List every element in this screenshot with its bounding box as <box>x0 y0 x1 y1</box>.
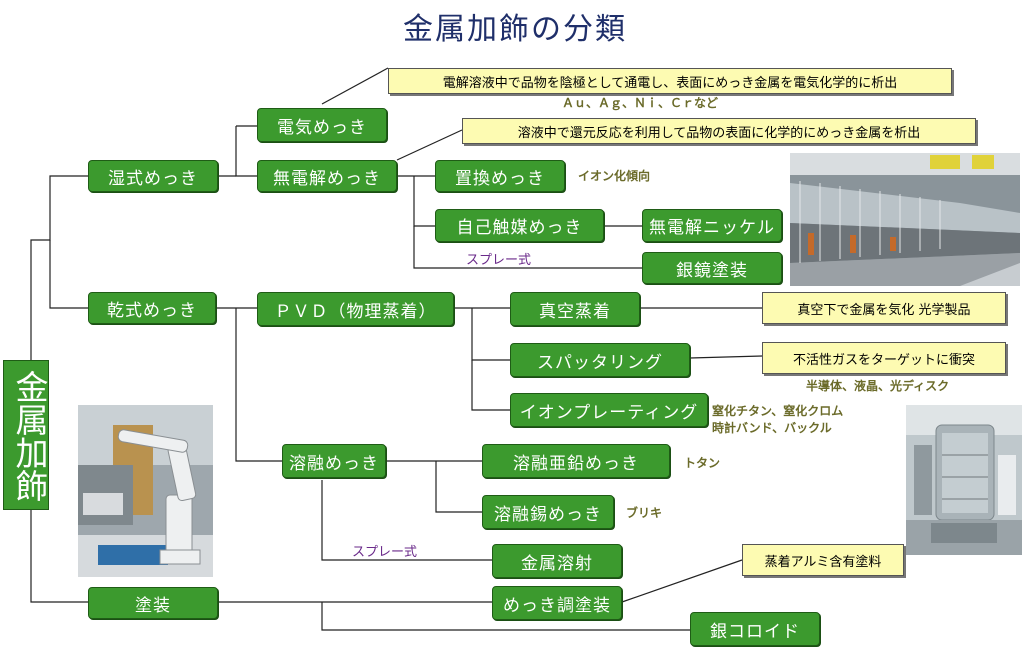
root-node: 金属加飾 <box>3 360 49 510</box>
node-electroless-nickel: 無電解ニッケル <box>642 209 782 242</box>
node-autocatalytic-plating: 自己触媒めっき <box>435 209 604 242</box>
page-title: 金属加飾の分類 <box>403 12 627 47</box>
note-electroplating: 電解溶液中で品物を陰極として通電し、表面にめっき金属を電気化学的に析出 <box>388 68 952 94</box>
annotation-spray-type-2: スプレー式 <box>352 545 418 560</box>
node-displacement-plating: 置換めっき <box>435 160 565 192</box>
node-hot-dip-plating: 溶融めっき <box>282 444 386 478</box>
node-ion-plating: イオンプレーティング <box>510 393 708 427</box>
annotation-ion-materials: 窒化チタン、窒化クロム <box>712 404 844 418</box>
annotation-sputter-uses: 半導体、液晶、光ディスク <box>806 379 950 393</box>
annotation-ionization: イオン化傾向 <box>578 169 651 183</box>
node-hot-dip-tin: 溶融錫めっき <box>482 495 614 529</box>
note-vacuum-deposition: 真空下で金属を気化 光学製品 <box>762 292 1006 324</box>
vacuum-chamber-photo <box>906 405 1022 555</box>
node-painting: 塗装 <box>88 587 218 619</box>
node-thermal-spray: 金属溶射 <box>492 544 622 578</box>
node-silver-mirror: 銀鏡塗装 <box>642 252 782 284</box>
node-wet-plating: 湿式めっき <box>88 160 218 192</box>
node-sputtering: スパッタリング <box>510 343 690 377</box>
note-plating-like-paint: 蒸着アルミ含有塗料 <box>742 544 904 576</box>
node-pvd: ＰＶＤ（物理蒸着） <box>257 292 454 326</box>
note-sputtering: 不活性ガスをターゲットに衝突 <box>762 342 1006 374</box>
node-vacuum-deposition: 真空蒸着 <box>510 292 640 326</box>
annotation-zinc-use: トタン <box>684 456 721 470</box>
node-electroless-plating: 無電解めっき <box>257 160 397 192</box>
node-dry-plating: 乾式めっき <box>88 292 216 324</box>
plating-line-photo <box>790 153 1020 286</box>
node-plating-like-paint: めっき調塗装 <box>492 586 622 620</box>
node-hot-dip-zinc: 溶融亜鉛めっき <box>482 444 670 478</box>
node-silver-colloid: 銀コロイド <box>690 612 820 646</box>
annotation-electro-metals: Ａｕ、Ａｇ、Ｎｉ、Ｃｒなど <box>562 96 719 110</box>
annotation-spray-type: スプレー式 <box>466 253 532 268</box>
node-electroplating: 電気めっき <box>257 108 387 142</box>
annotation-ion-uses: 時計バンド、バックル <box>712 421 832 435</box>
painting-robot-photo <box>78 405 213 577</box>
note-electroless: 溶液中で還元反応を利用して品物の表面に化学的にめっき金属を析出 <box>462 118 976 144</box>
annotation-tin-use: ブリキ <box>626 506 663 520</box>
